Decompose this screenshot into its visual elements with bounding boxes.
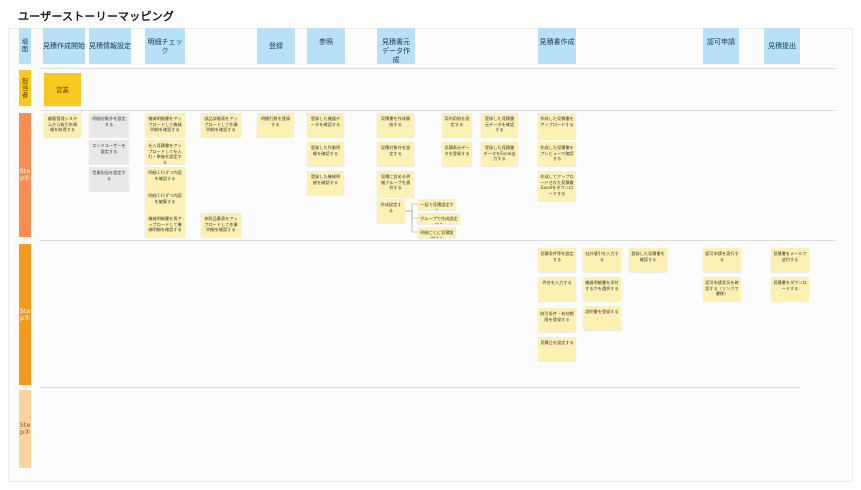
story-card: 見積日を設定する xyxy=(538,337,576,361)
story-card: 一括で見積設定する xyxy=(418,199,456,210)
story-card: 作成した見積書をアップロードする xyxy=(538,113,576,139)
connector xyxy=(405,210,418,233)
activity-header: 見積作成開始 xyxy=(43,28,85,64)
story-card: 認可申請を実行する xyxy=(703,248,741,272)
story-card: 明細１行ずつ内容を確認する xyxy=(145,167,185,191)
activity-header: 見積書作成 xyxy=(538,28,576,64)
row-divider xyxy=(40,68,836,69)
step1-lane-label: Step① xyxy=(19,113,31,237)
story-card: 機械明細書をアップロードして機械明細を確認する xyxy=(145,113,185,137)
role-card: 営業 xyxy=(44,73,81,106)
story-card: 案内用紙を設定する xyxy=(442,113,472,137)
activity-header: 明細チェック xyxy=(145,28,185,64)
story-card: 説明書を登録する xyxy=(583,306,621,330)
story-card: 件名を入力する xyxy=(538,277,576,301)
activity-header: 認可申請 xyxy=(703,28,739,64)
activity-header: 登録 xyxy=(257,28,295,64)
step2-lane-label: Step② xyxy=(19,244,31,385)
story-card: 作成した見積書をプレビューで確認する xyxy=(538,142,576,166)
activity-header: 見積書元データ作成 xyxy=(377,28,415,64)
story-card: エンドユーザーを設定する xyxy=(89,140,129,164)
connector xyxy=(405,210,418,219)
story-card: 仕入見積書をアップロードして仕入れ・単価を設定する xyxy=(145,140,185,164)
story-card: 見積表示データを登録する xyxy=(442,142,472,166)
board-title: ユーザーストーリーマッピング xyxy=(18,10,175,23)
story-card: 見積対象外を設定する xyxy=(377,142,414,166)
story-card: 見積に含める明細グループを選択する xyxy=(377,171,414,197)
story-card: 登録した見積書を確認する xyxy=(629,248,667,272)
story-card: グループで作成設定する xyxy=(418,213,460,224)
story-card: 明細ごとに見積設定する xyxy=(418,227,456,238)
story-card: 見積書を作成開始する xyxy=(377,113,414,137)
story-card: 認可申請状況を確認する（リンクで遷移） xyxy=(703,277,741,301)
story-card: 明細対象外を設定する xyxy=(89,113,129,137)
story-card: 参照品番表をアップロードして作業明細を確認する xyxy=(201,213,241,237)
scene-header: 場面 xyxy=(19,28,31,64)
scene-header-label: 場面 xyxy=(21,38,29,53)
story-card: 登録した作業明細を確認する xyxy=(307,142,344,166)
story-card: 取引条件・有効期限を登録する xyxy=(538,308,576,332)
row-divider xyxy=(40,110,836,111)
story-card: 見積書をメールで送付する xyxy=(771,248,809,272)
row-divider xyxy=(40,387,800,388)
activity-header: 見積情報設定 xyxy=(89,28,131,64)
story-card: 社外値引を入力する xyxy=(583,248,621,272)
story-card: 明細１行ずつ内容を編集する xyxy=(145,190,185,214)
story-card: 明細行数を登録する xyxy=(257,113,294,137)
row-divider xyxy=(40,240,836,241)
story-card: 登録した機械明細を確認する xyxy=(307,171,344,195)
story-card: 見積書をダウンロードする xyxy=(771,277,809,301)
story-card: 登録した機器データを確認する xyxy=(307,113,344,137)
story-card: 見積条件等を設定する xyxy=(538,248,576,272)
story-card: 営業担当を設定する xyxy=(89,167,129,191)
story-card: 作成してアップロードされた見積書Excelをダウンロードする xyxy=(538,171,576,201)
story-card: 部品詳細表をアップロードして作業明細を確認する xyxy=(201,113,241,137)
activity-header: 見積提出 xyxy=(764,28,800,64)
connector xyxy=(405,203,418,212)
step3-lane-label: Step③ xyxy=(19,390,31,468)
story-card: 機器明細書を添付するかを選択する xyxy=(583,277,621,301)
story-card: 登録した見積書元データを確認する xyxy=(481,113,518,137)
activity-header: 参照 xyxy=(307,28,345,64)
story-card: 作成設定する xyxy=(377,199,405,223)
role-header: 担当者 xyxy=(19,70,31,106)
story-card: 登録した見積書データをExcel出力する xyxy=(481,142,518,166)
story-card: 機械明細書を再アップロードして機械明細を確認する xyxy=(145,213,185,237)
story-card: 顧客管理システムから取引先情報を取得する xyxy=(44,113,81,137)
